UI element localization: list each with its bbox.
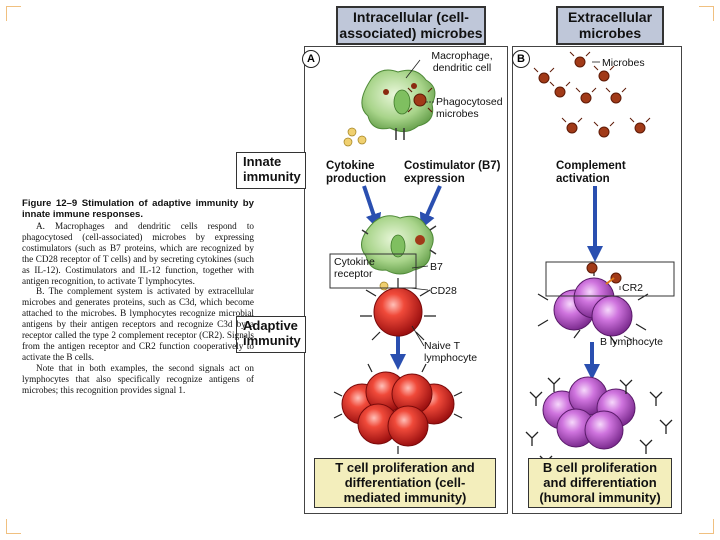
microbes-group: [538, 56, 646, 138]
complement-activation-label: Complement activation: [556, 160, 626, 185]
microbes-label: Microbes: [602, 57, 645, 69]
panel-intracellular: [304, 46, 508, 514]
macrophage-label: Macrophage, dendritic cell: [431, 50, 493, 74]
phagocytosed-label: Phagocytosed microbes: [436, 96, 503, 120]
cr2-label: CR2: [622, 282, 644, 294]
costimulator-label: Costimulator (B7) expression: [404, 160, 501, 185]
innate-immunity-label: Innate immunity: [236, 152, 306, 189]
cytokine-dots: [343, 127, 367, 147]
caption-paragraph-a: A. Macrophages and dendritic cells respo…: [22, 221, 254, 286]
t-cell-proliferation-label: T cell proliferation and differentiation…: [314, 458, 496, 508]
corner-mark-bottom-left: [6, 519, 21, 534]
caption-title: Figure 12–9 Stimulation of adaptive immu…: [22, 198, 254, 220]
cd28-label: CD28: [430, 285, 457, 297]
t-cell-cluster: [333, 363, 463, 454]
macrophage-cell-lower: [361, 215, 437, 275]
arrow-costimulator-down: [419, 185, 442, 230]
panel-extracellular: [512, 46, 682, 514]
header-intracellular: Intracellular (cell-associated) microbes: [336, 6, 486, 45]
caption-paragraph-c: Note that in both examples, the second s…: [22, 362, 254, 395]
corner-mark-bottom-right: [699, 519, 714, 534]
b-lymphocyte-label: B lymphocyte: [600, 336, 664, 348]
panel-letter-a: A: [302, 50, 320, 68]
b-lymphocyte-cell: [537, 262, 649, 345]
figure-caption: Figure 12–9 Stimulation of adaptive immu…: [22, 198, 254, 396]
naive-t-lymphocyte-label: Naive T lymphocyte: [424, 340, 478, 364]
arrow-cytokine-down: [362, 185, 382, 230]
corner-mark-top-right: [699, 6, 714, 21]
cytokine-production-label: Cytokine production: [326, 160, 387, 185]
b-cell-cluster: [542, 376, 636, 450]
microbe-spikes: [533, 51, 651, 127]
macrophage-cell-top: [361, 69, 436, 140]
caption-paragraph-b: B. The complement system is activated by…: [22, 286, 254, 362]
b7-label: B7: [430, 261, 443, 273]
microbe-phagocytosed: [407, 87, 433, 113]
cytokine-receptor-label: Cytokine receptor: [334, 256, 375, 280]
corner-mark-top-left: [6, 6, 21, 21]
b-cell-proliferation-label: B cell proliferation and differentiation…: [528, 458, 672, 508]
panel-letter-b: B: [512, 50, 530, 68]
header-extracellular: Extracellular microbes: [556, 6, 664, 45]
naive-t-cell: [360, 278, 436, 341]
adaptive-immunity-label: Adaptive immunity: [236, 316, 306, 353]
